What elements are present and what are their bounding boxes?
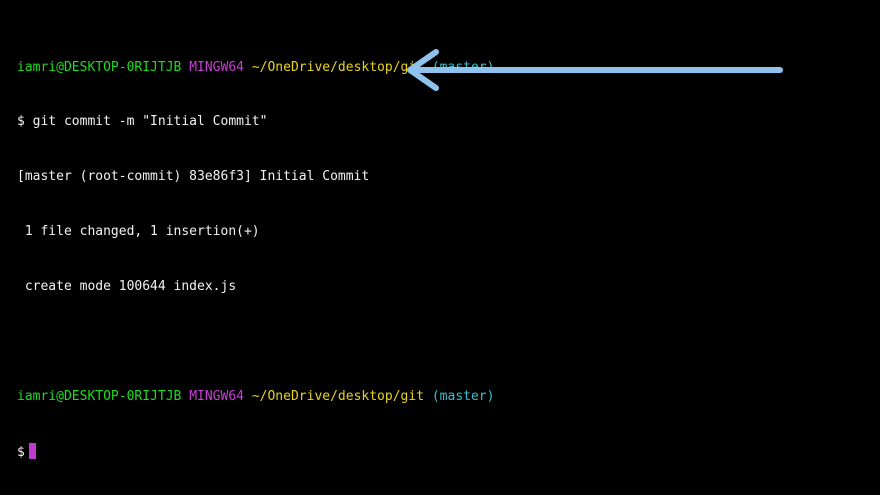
git-branch: (master) [431,59,495,75]
user-host: iamri@DESKTOP-0RIJTJB [17,59,182,75]
text-cursor[interactable] [28,442,36,459]
shell-env: MINGW64 [189,59,244,75]
blank-line [17,333,880,351]
output-line-commit: [master (root-commit) 83e86f3] Initial C… [17,169,370,185]
output-line-mode: create mode 100644 index.js [17,279,237,295]
user-host: iamri@DESKTOP-0RIJTJB [17,388,182,404]
output-line-changes: 1 file changed, 1 insertion(+) [17,224,260,240]
prompt-line-1: iamri@DESKTOP-0RIJTJB MINGW64 ~/OneDrive… [17,59,880,77]
working-directory: ~/OneDrive/desktop/git [251,388,425,404]
working-directory: ~/OneDrive/desktop/git [251,59,425,75]
input-prompt: $ [17,444,25,460]
shell-env: MINGW64 [189,388,244,404]
command-line: $ git commit -m "Initial Commit" [17,114,268,130]
git-branch: (master) [431,388,495,404]
prompt-line-2: iamri@DESKTOP-0RIJTJB MINGW64 ~/OneDrive… [17,388,880,406]
input-line[interactable]: $ [17,442,880,461]
